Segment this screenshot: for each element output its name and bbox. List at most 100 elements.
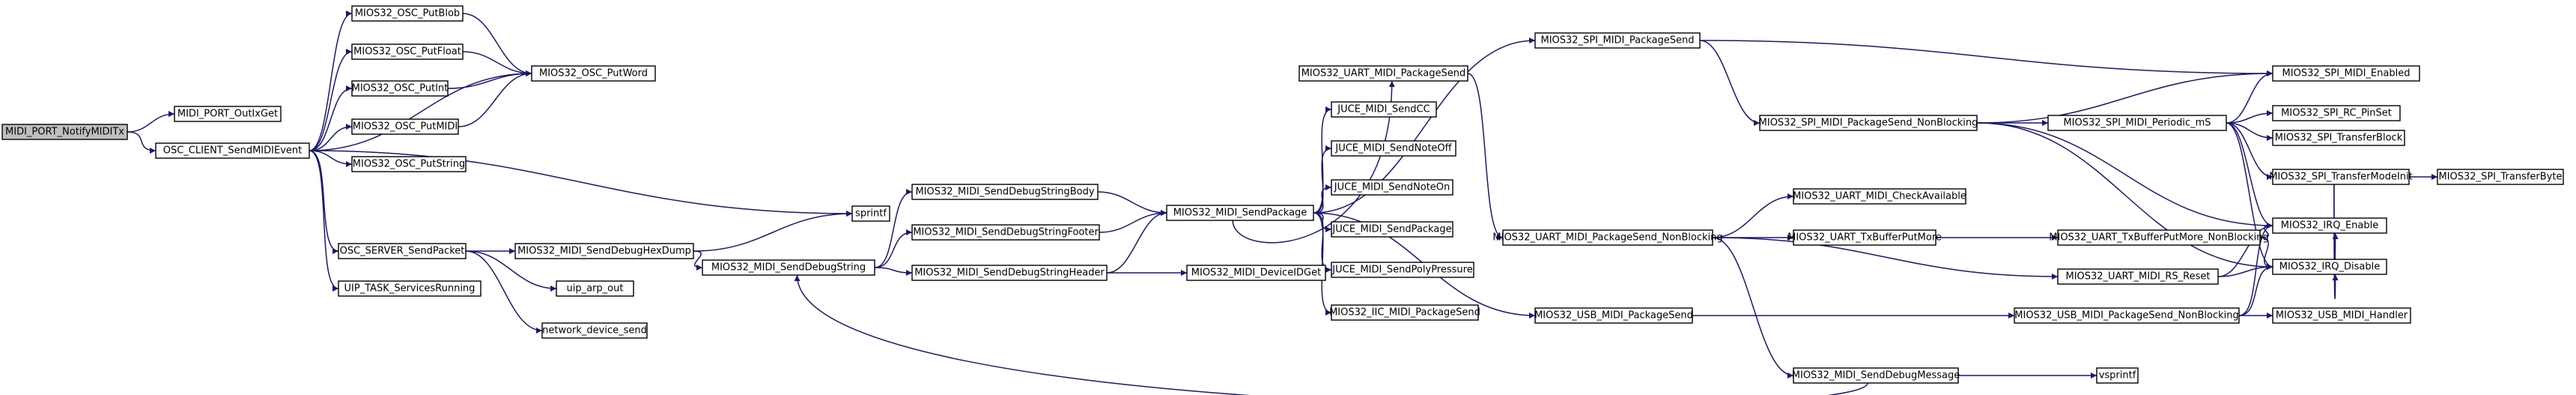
node-juce-midi-sendcc[interactable]: JUCE_MIDI_SendCC bbox=[1331, 101, 1437, 118]
node-mios32-uart-midi-packagesend-nonblocking[interactable]: MIOS32_UART_MIDI_PackageSend_NonBlocking bbox=[1492, 229, 1723, 246]
node-network-device-send[interactable]: network_device_send bbox=[541, 322, 648, 339]
node-mios32-irq-enable[interactable]: MIOS32_IRQ_Enable bbox=[2272, 217, 2387, 234]
edge-arrow bbox=[794, 274, 1868, 395]
node-mios32-midi-sendpackage[interactable]: MIOS32_MIDI_SendPackage bbox=[1166, 205, 1314, 221]
node-mios32-midi-senddebugstringbody[interactable]: MIOS32_MIDI_SendDebugStringBody bbox=[911, 184, 1099, 200]
node-mios32-midi-senddebugstringheader[interactable]: MIOS32_MIDI_SendDebugStringHeader bbox=[911, 265, 1108, 281]
node-box bbox=[2437, 169, 2564, 185]
edge-arrow bbox=[1712, 237, 2059, 280]
node-mios32-spi-transferblock[interactable]: MIOS32_SPI_TransferBlock bbox=[2272, 130, 2405, 146]
node-juce-midi-sendnoteon[interactable]: JUCE_MIDI_SendNoteOn bbox=[1331, 179, 1453, 196]
edge-arrow bbox=[1699, 40, 2273, 76]
node-label: MIOS32_SPI_MIDI_Enabled bbox=[2282, 68, 2411, 79]
node-mios32-osc-putint[interactable]: MIOS32_OSC_PutInt bbox=[351, 80, 449, 97]
node-box bbox=[1331, 221, 1453, 238]
node-box bbox=[351, 156, 467, 172]
node-mios32-usb-midi-packagesend-nonblocking[interactable]: MIOS32_USB_MIDI_PackageSend_NonBlocking bbox=[2014, 307, 2240, 324]
edge-arrow bbox=[1313, 184, 1332, 214]
node-osc-server-sendpacket[interactable]: OSC_SERVER_SendPacket bbox=[338, 243, 467, 259]
node-mios32-osc-putword[interactable]: MIOS32_OSC_PutWord bbox=[531, 65, 656, 82]
node-layer: MIDI_PORT_NotifyMIDITx MIDI_PORT_OutIxGet… bbox=[1, 5, 2564, 384]
node-box bbox=[514, 243, 694, 259]
node-mios32-uart-midi-packagesend[interactable]: MIOS32_UART_MIDI_PackageSend bbox=[1298, 65, 1468, 82]
node-mios32-spi-midi-packagesend-nonblocking[interactable]: MIOS32_SPI_MIDI_PackageSend_NonBlocking bbox=[1759, 115, 1978, 131]
node-label: MIOS32_MIDI_SendDebugString bbox=[711, 262, 866, 274]
node-box bbox=[351, 80, 449, 97]
node-box bbox=[2272, 307, 2411, 324]
node-box bbox=[2272, 217, 2387, 234]
node-juce-midi-sendpackage[interactable]: JUCE_MIDI_SendPackage bbox=[1331, 221, 1453, 238]
node-box bbox=[155, 142, 310, 159]
node-mios32-irq-disable[interactable]: MIOS32_IRQ_Disable bbox=[2272, 259, 2387, 275]
edge-arrow bbox=[1712, 237, 1794, 379]
node-mios32-spi-transferbyte[interactable]: MIOS32_SPI_TransferByte bbox=[2437, 169, 2564, 185]
node-label: MIOS32_OSC_PutFloat bbox=[353, 46, 461, 58]
edge-arrow bbox=[309, 124, 353, 151]
node-mios32-spi-midi-periodic-ms[interactable]: MIOS32_SPI_MIDI_Periodic_mS bbox=[2047, 115, 2227, 131]
node-mios32-osc-putmidi[interactable]: MIOS32_OSC_PutMIDI bbox=[351, 118, 459, 135]
node-label: MIOS32_OSC_PutMIDI bbox=[353, 121, 458, 133]
node-mios32-spi-midi-packagesend[interactable]: MIOS32_SPI_MIDI_PackageSend bbox=[1534, 32, 1701, 49]
node-box bbox=[1331, 262, 1474, 278]
node-mios32-usb-midi-packagesend[interactable]: MIOS32_USB_MIDI_PackageSend bbox=[1534, 307, 1693, 324]
node-label: MIOS32_USB_MIDI_PackageSend_NonBlocking bbox=[2014, 310, 2238, 322]
edge-arrow bbox=[2217, 223, 2273, 277]
node-box bbox=[1, 124, 128, 140]
edge-arrow bbox=[465, 250, 543, 334]
node-box bbox=[2014, 307, 2240, 324]
node-label: JUCE_MIDI_SendPackage bbox=[1331, 224, 1451, 235]
node-mios32-spi-midi-enabled[interactable]: MIOS32_SPI_MIDI_Enabled bbox=[2272, 65, 2420, 82]
node-box bbox=[851, 205, 890, 222]
node-mios32-usb-midi-handler[interactable]: MIOS32_USB_MIDI_Handler bbox=[2272, 307, 2411, 324]
node-label: JUCE_MIDI_SendNoteOn bbox=[1334, 182, 1450, 193]
node-mios32-midi-senddebugstring[interactable]: MIOS32_MIDI_SendDebugString bbox=[702, 259, 875, 276]
node-sprintf[interactable]: sprintf bbox=[851, 205, 890, 222]
node-label: MIOS32_SPI_TransferByte bbox=[2439, 172, 2563, 183]
edge-arrow bbox=[2226, 70, 2273, 124]
node-mios32-iic-midi-packagesend[interactable]: MIOS32_IIC_MIDI_PackageSend bbox=[1329, 304, 1480, 321]
edge-arrow bbox=[1313, 212, 1332, 316]
node-box bbox=[531, 65, 656, 82]
node-mios32-osc-putfloat[interactable]: MIOS32_OSC_PutFloat bbox=[351, 43, 464, 60]
node-vsprintf[interactable]: vsprintf bbox=[2096, 367, 2139, 384]
edge-arrow bbox=[1099, 210, 1167, 233]
node-box bbox=[338, 243, 467, 259]
node-juce-midi-sendpolypressure[interactable]: JUCE_MIDI_SendPolyPressure bbox=[1331, 262, 1474, 278]
edge-arrow bbox=[1976, 122, 2273, 229]
node-mios32-uart-txbufferputmore-nonblocking[interactable]: MIOS32_UART_TxBufferPutMore_NonBlocking bbox=[2049, 229, 2269, 246]
node-mios32-spi-transfermodeinit[interactable]: MIOS32_SPI_TransferModeInit bbox=[2269, 169, 2413, 185]
node-mios32-uart-midi-checkavailable[interactable]: MIOS32_UART_MIDI_CheckAvailable bbox=[1793, 188, 1966, 205]
node-box bbox=[1793, 367, 1959, 384]
edge-arrow bbox=[1976, 122, 2273, 270]
edge-arrow bbox=[1313, 145, 1332, 214]
edge-arrow bbox=[2226, 122, 2273, 141]
node-juce-midi-sendnoteoff[interactable]: JUCE_MIDI_SendNoteOff bbox=[1331, 140, 1456, 157]
node-mios32-midi-senddebugmessage[interactable]: MIOS32_MIDI_SendDebugMessage bbox=[1792, 367, 1960, 384]
node-mios32-uart-midi-rs-reset[interactable]: MIOS32_UART_MIDI_RS_Reset bbox=[2057, 268, 2219, 285]
node-uip-arp-out[interactable]: uip_arp_out bbox=[556, 280, 634, 297]
node-mios32-midi-deviceidget[interactable]: MIOS32_MIDI_DeviceIDGet bbox=[1186, 265, 1326, 281]
node-mios32-uart-txbufferputmore[interactable]: MIOS32_UART_TxBufferPutMore bbox=[1787, 229, 1942, 246]
node-osc-client-sendmidievent[interactable]: OSC_CLIENT_SendMIDIEvent bbox=[155, 142, 310, 159]
node-box bbox=[911, 265, 1108, 281]
node-label: MIOS32_IRQ_Disable bbox=[2279, 262, 2380, 273]
node-mios32-midi-senddebughexdump[interactable]: MIOS32_MIDI_SendDebugHexDump bbox=[514, 243, 694, 259]
node-label: MIOS32_MIDI_SendDebugStringHeader bbox=[914, 268, 1105, 279]
node-label: MIOS32_MIDI_SendDebugStringBody bbox=[915, 187, 1094, 198]
node-mios32-osc-putblob[interactable]: MIOS32_OSC_PutBlob bbox=[351, 5, 464, 22]
node-uip-task-servicesrunning[interactable]: UIP_TASK_ServicesRunning bbox=[338, 280, 482, 297]
edge-arrow bbox=[309, 10, 353, 151]
node-label: MIOS32_MIDI_DeviceIDGet bbox=[1191, 268, 1321, 279]
node-midi-port-outixget[interactable]: MIDI_PORT_OutIxGet bbox=[174, 106, 282, 122]
node-box bbox=[556, 280, 634, 297]
node-label: MIOS32_SPI_TransferModeInit bbox=[2269, 172, 2412, 183]
node-mios32-midi-senddebugstringfooter[interactable]: MIOS32_MIDI_SendDebugStringFooter bbox=[911, 224, 1100, 241]
node-midi-port-notifymiditx[interactable]: MIDI_PORT_NotifyMIDITx bbox=[1, 124, 128, 140]
edge-arrow bbox=[458, 70, 532, 127]
node-label: MIOS32_SPI_MIDI_PackageSend_NonBlocking bbox=[1759, 118, 1978, 129]
node-box bbox=[1793, 188, 1966, 205]
node-mios32-osc-putstring[interactable]: MIOS32_OSC_PutString bbox=[351, 156, 467, 172]
node-label: MIOS32_SPI_RC_PinSet bbox=[2281, 108, 2392, 119]
node-box bbox=[2047, 115, 2227, 131]
node-mios32-spi-rc-pinset[interactable]: MIOS32_SPI_RC_PinSet bbox=[2272, 105, 2401, 121]
